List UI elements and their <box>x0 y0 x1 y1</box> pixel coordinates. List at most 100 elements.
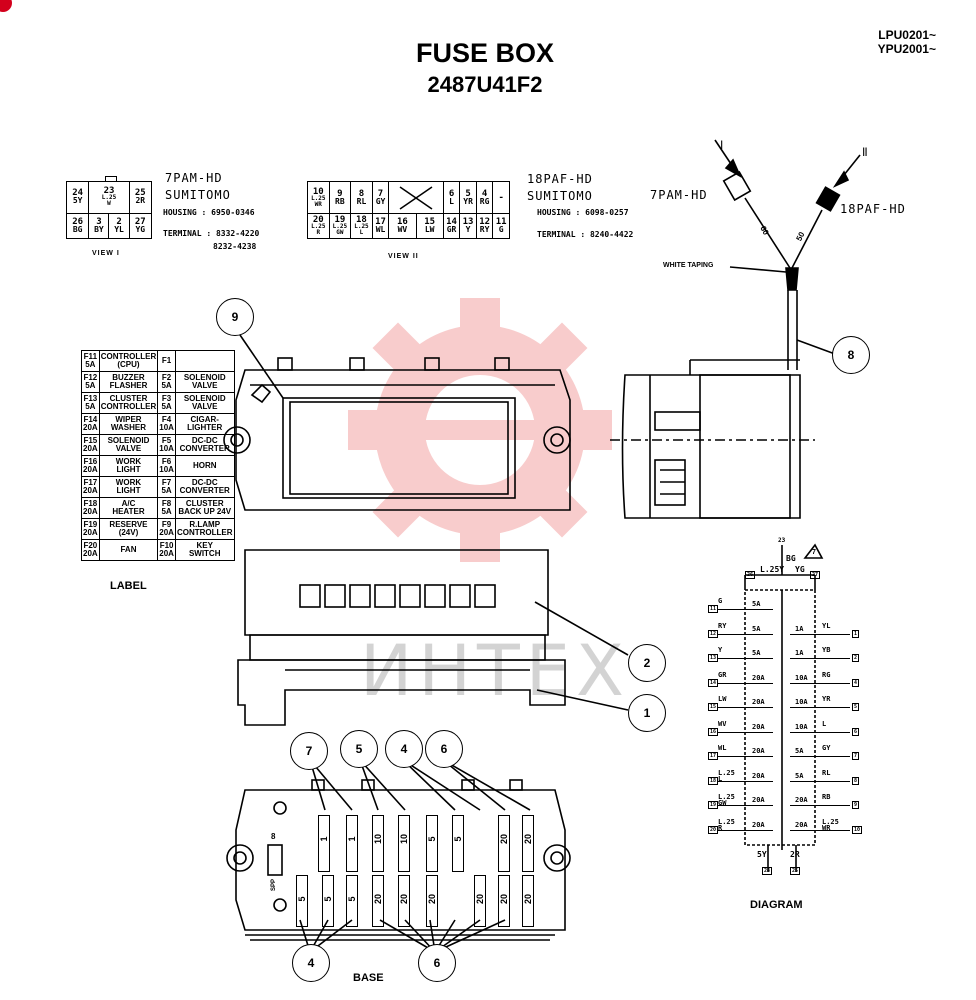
diagram-right-pin: 8 <box>852 776 860 785</box>
fuse-rating: 5 <box>427 836 437 842</box>
watermark-gear-icon <box>348 298 612 562</box>
connector-7pam-maker: SUMITOMO <box>165 188 231 202</box>
diagram-left-wire: Y <box>718 646 723 654</box>
diagram-right-fuse <box>790 805 850 806</box>
fuse-rating: 20 <box>399 893 409 904</box>
connector-18paf-plug <box>815 186 841 212</box>
base-fuse-slot: 5 <box>426 815 438 872</box>
diagram-right-amp: 20A <box>795 820 808 829</box>
fuse-rating: 5 <box>323 896 333 902</box>
cover-tab <box>494 357 510 371</box>
callout-7: 7 <box>290 732 328 770</box>
fuse-rating: 5 <box>347 896 357 902</box>
serial-2: YPU2001~ <box>877 42 936 56</box>
diagram-left-wire: LW <box>718 695 727 703</box>
callout-2: 2 <box>628 644 666 682</box>
diagram-right-wire: L.25 WR <box>822 817 839 832</box>
base-screw <box>273 801 287 815</box>
diagram-right-fuse <box>790 682 850 684</box>
corner-marker <box>0 0 12 12</box>
fuse-rating: 20 <box>523 833 533 844</box>
diagram-bottom-pin-a: 24 <box>762 867 773 875</box>
diagram-right-fuse <box>790 658 850 659</box>
diagram-left-pin: 11 <box>708 605 719 613</box>
diagram-left-wire: WV <box>718 719 727 728</box>
diagram-left-fuse <box>718 805 773 806</box>
connector-7pam-terminal-2: 8232-4238 <box>213 242 257 251</box>
fuse-rating: 20 <box>373 893 383 904</box>
diagram-left-wire: L.25 R <box>718 817 735 832</box>
label-fuse-circuit: FAN <box>98 539 159 561</box>
diagram-right-amp: 10A <box>795 673 808 682</box>
base-fuse-slot: 20 <box>498 875 510 927</box>
diagram-left-amp: 5A <box>752 649 761 657</box>
connector-7pam-name: 7PAM-HD <box>165 171 223 185</box>
diagram-left-pin: 19 <box>708 801 719 809</box>
fuse-rating: 5 <box>453 836 463 842</box>
diagram-right-pin: 5 <box>852 703 860 711</box>
diagram-left-amp: 20A <box>752 771 765 780</box>
base-fuse-slot: 20 <box>372 875 384 927</box>
diagram-warning-triangle <box>803 543 824 559</box>
diagram-right-pin: 4 <box>852 678 860 687</box>
diagram-left-pin: 13 <box>708 654 719 662</box>
base-screw <box>273 898 287 912</box>
connector-7pam-plug <box>722 170 752 202</box>
callout-5: 5 <box>340 730 378 768</box>
cover-left-hole <box>230 433 244 447</box>
diagram-left-fuse <box>718 682 773 684</box>
diagram-right-pin: 6 <box>852 727 860 736</box>
taping-leader <box>729 266 787 273</box>
side-view-outline <box>621 374 801 519</box>
cover-tab <box>349 357 365 371</box>
diagram-right-fuse <box>790 756 850 757</box>
diagram-left-pin: 16 <box>708 727 719 736</box>
diagram-right-fuse <box>790 731 850 733</box>
callout-4-bottom: 4 <box>292 944 330 982</box>
label-fuse-circuit: SOLENOID VALVE <box>98 434 159 456</box>
fuse-rating: 20 <box>427 893 437 904</box>
base-side-rating: 8 <box>271 832 276 841</box>
diagram-right-amp: 20A <box>795 796 808 804</box>
connector-18paf-maker: SUMITOMO <box>527 189 593 203</box>
connector-18paf-name: 18PAF-HD <box>527 172 593 186</box>
page-title: FUSE BOX <box>415 38 555 68</box>
diagram-left-pin: 15 <box>708 703 719 711</box>
base-fuse-slot: 10 <box>398 815 410 872</box>
cover-right-hole <box>550 433 564 447</box>
diagram-right-amp: 10A <box>795 698 808 706</box>
diagram-left-pin: 14 <box>708 678 719 687</box>
label-fuse-circuit: KEY SWITCH <box>174 539 235 561</box>
diagram-left-amp: 20A <box>752 747 765 755</box>
diagram-bottom-right: 2R <box>790 850 800 859</box>
cover-window-inner <box>289 401 509 495</box>
base-right-ear <box>543 844 571 872</box>
diagram-left-wire: L.25 GW <box>718 793 735 807</box>
diagram-top-mark: 7 <box>812 549 816 556</box>
callout-2-leader <box>534 601 629 656</box>
label-fuse-circuit: BUZZER FLASHER <box>98 371 159 393</box>
diagram-right-amp: 1A <box>795 624 804 633</box>
diagram-right-wire: YB <box>822 646 831 654</box>
side-view-body <box>699 374 791 519</box>
diagram-left-amp: 20A <box>752 673 765 682</box>
diagram-left-wire: GR <box>718 670 727 679</box>
diagram-left-wire: RY <box>718 621 727 630</box>
diagram-left-pin: 12 <box>708 629 719 638</box>
diagram-right-amp: 1A <box>795 649 804 657</box>
base-caption: BASE <box>353 972 384 984</box>
base-fuse-slot: 1 <box>346 815 358 872</box>
callout-6-bottom: 6 <box>418 944 456 982</box>
label-fuse-id: F17 20A <box>81 476 100 498</box>
cover-tab <box>277 357 293 371</box>
